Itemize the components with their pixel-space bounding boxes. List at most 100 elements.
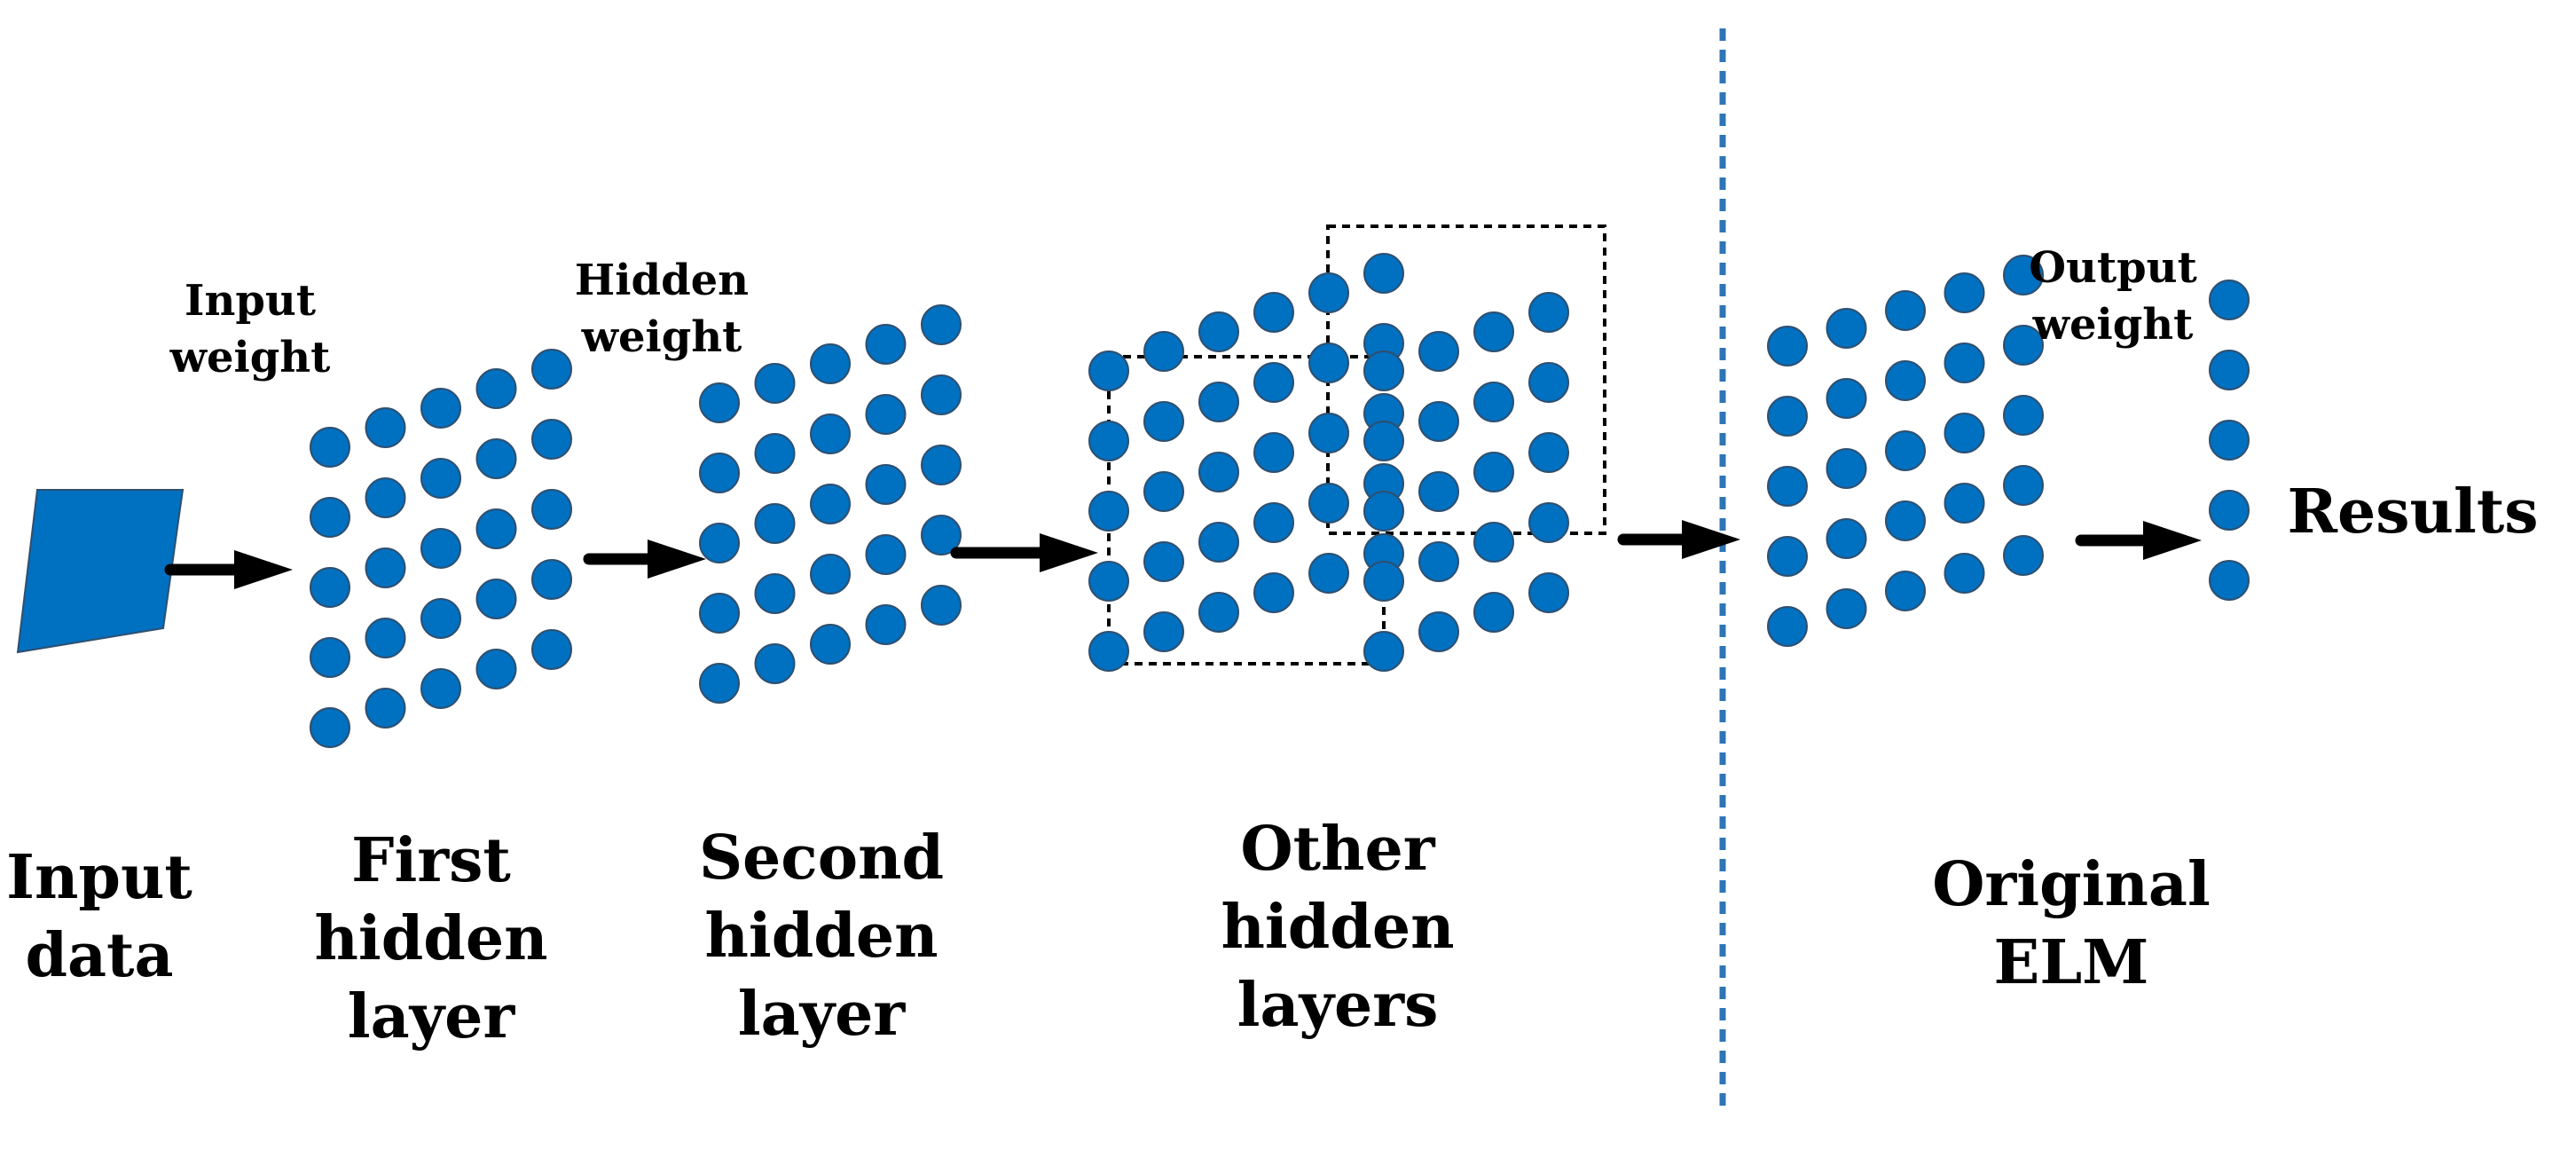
other-layer-node xyxy=(1528,502,1569,543)
other-layer-node xyxy=(1198,522,1239,563)
other-layer-node xyxy=(1473,382,1514,422)
elm-layer-node xyxy=(1767,396,1808,437)
other-layer-node xyxy=(1528,572,1569,613)
second-layer-node xyxy=(810,624,851,665)
other-layer-node xyxy=(1528,362,1569,403)
text-line: data xyxy=(25,920,173,991)
other-layer-node xyxy=(1308,413,1349,453)
results-label: Results xyxy=(2287,477,2538,547)
elm-layer-node xyxy=(1885,360,1926,401)
other-layer-node xyxy=(1088,351,1129,391)
second-layer-node xyxy=(699,663,740,704)
elm-layer-node xyxy=(1826,518,1867,559)
second-layer-node xyxy=(921,374,962,415)
second-layer-node xyxy=(754,503,796,544)
other-layer-node xyxy=(1088,421,1129,461)
input-data-shape xyxy=(16,489,185,654)
elm-layer-node xyxy=(1885,500,1926,541)
second-layer-node xyxy=(810,554,851,595)
elm-layer-node xyxy=(1826,378,1867,419)
right-arrow-icon xyxy=(950,533,1098,572)
first-layer-node xyxy=(475,368,517,409)
text-line: layers xyxy=(1237,970,1439,1041)
elm-layer-node xyxy=(1944,483,1985,524)
first-layer-node xyxy=(310,707,350,748)
first-layer-node xyxy=(531,349,572,390)
text-line: weight xyxy=(581,312,742,362)
other-layer-node xyxy=(1253,572,1294,613)
text-line: First xyxy=(351,825,511,896)
text-line: ELM xyxy=(1994,927,2149,998)
elm-layer-node xyxy=(1944,413,1985,453)
first-layer-node xyxy=(365,618,406,658)
second-layer-node xyxy=(754,573,796,614)
other-layer-node xyxy=(1143,541,1184,582)
text-line: Original xyxy=(1932,849,2211,920)
other-layer-node xyxy=(1143,401,1184,442)
other-layer-node xyxy=(1198,592,1239,633)
other-layer-node xyxy=(1418,401,1459,442)
elm-layer-node xyxy=(1885,430,1926,471)
elm-layer-node xyxy=(1767,466,1808,507)
other-layer-node xyxy=(1528,432,1569,473)
elm-layer-node xyxy=(2003,465,2044,506)
first-layer-node xyxy=(531,629,572,670)
first-layer-node xyxy=(475,438,517,479)
first-layer-node xyxy=(310,427,350,468)
hidden-weight-label: Hidden weight xyxy=(575,256,749,362)
first-hidden-layer-nodes xyxy=(310,349,572,748)
output-node xyxy=(2209,490,2250,531)
other-layer-node xyxy=(1143,331,1184,372)
elm-layer-node xyxy=(2003,395,2044,436)
first-layer-node xyxy=(420,458,461,499)
first-layer-node xyxy=(365,547,406,588)
elm-layer-node xyxy=(1944,343,1985,383)
second-layer-node xyxy=(865,464,907,505)
other-layer-node xyxy=(1253,362,1294,403)
other-layer-node xyxy=(1253,432,1294,473)
first-layer-node xyxy=(365,477,406,518)
first-layer-node xyxy=(475,579,517,619)
first-layer-node xyxy=(365,407,406,448)
second-layer-node xyxy=(699,593,740,634)
other-layer-node xyxy=(1198,382,1239,422)
elm-layer-node xyxy=(1826,448,1867,489)
second-layer-node xyxy=(921,304,962,345)
output-layer-nodes xyxy=(2209,280,2250,601)
text-line: Second xyxy=(699,823,944,894)
text-line: hidden xyxy=(1221,892,1454,963)
first-layer-node xyxy=(310,637,350,678)
second-layer-node xyxy=(754,433,796,474)
other-layer-node xyxy=(1418,331,1459,372)
other-layer-node xyxy=(1088,561,1129,602)
right-arrow-icon xyxy=(583,540,706,579)
text-line: Other xyxy=(1240,814,1435,885)
text-line: Hidden xyxy=(575,256,749,305)
other-layer-node xyxy=(1253,292,1294,333)
other-layer-node xyxy=(1363,421,1404,461)
first-layer-node xyxy=(531,419,572,460)
second-layer-node xyxy=(699,453,740,493)
second-layer-node xyxy=(921,515,962,555)
other-layer-node xyxy=(1418,611,1459,652)
second-layer-node xyxy=(921,445,962,485)
text-line: Input xyxy=(6,842,192,913)
first-layer-node xyxy=(420,388,461,429)
second-layer-node xyxy=(865,324,907,365)
first-layer-node xyxy=(365,688,406,729)
other-layer-node xyxy=(1418,541,1459,582)
text-line: Output xyxy=(2029,243,2197,293)
second-layer-node xyxy=(810,343,851,384)
elm-layer-node xyxy=(2003,535,2044,576)
second-layer-node xyxy=(865,394,907,435)
right-arrow-icon xyxy=(2075,521,2202,560)
first-layer-node xyxy=(475,649,517,689)
output-node xyxy=(2209,420,2250,461)
